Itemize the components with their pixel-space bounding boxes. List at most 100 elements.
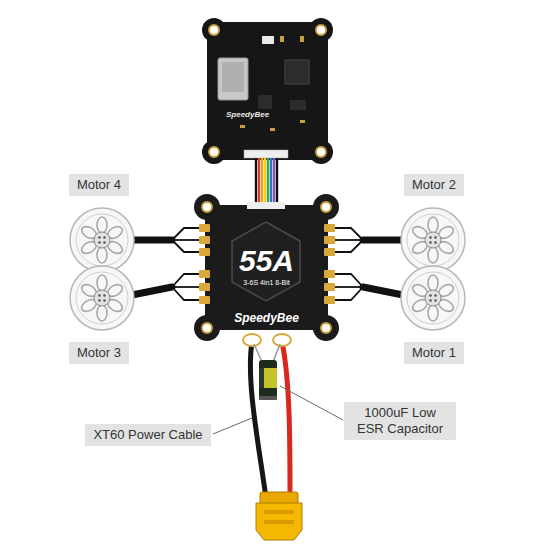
brand-name: SpeedyBee <box>226 110 269 119</box>
motor-wire-part <box>172 240 200 252</box>
capacitor-part <box>259 368 264 388</box>
signal-wire-bundle-part <box>273 158 275 206</box>
esc-board-part-part <box>202 202 212 212</box>
esc-board-part <box>205 205 328 330</box>
signal-wire-bundle <box>256 158 277 206</box>
current-rating: 55A <box>205 243 328 278</box>
signal-wire-bundle-part <box>270 158 272 206</box>
esc-board-part-part <box>199 296 210 304</box>
esc-board-part <box>313 315 339 341</box>
motor-cable-part <box>363 287 403 295</box>
flight-controller-part <box>300 36 304 42</box>
flight-controller-part <box>202 18 226 42</box>
motor-wire-part <box>335 274 363 287</box>
esc-board-part <box>247 202 285 209</box>
motor-wire-part <box>335 286 363 288</box>
label-text: Motor 4 <box>77 177 121 192</box>
esc-board-part <box>202 202 331 333</box>
motor-cable-part <box>132 237 172 244</box>
capacitor-part <box>259 396 277 400</box>
esc-board-part-part <box>321 323 331 333</box>
capacitor-part <box>273 344 280 362</box>
leader-line-part <box>213 418 252 434</box>
esc-board-part <box>194 194 220 220</box>
flight-controller-part <box>300 120 305 123</box>
motor-part <box>70 266 134 330</box>
esc-board-part-part <box>202 323 212 333</box>
motor-part <box>401 266 465 330</box>
flight-controller-part <box>258 95 272 109</box>
flight-controller-part <box>244 150 288 158</box>
flight-controller-part <box>309 18 333 42</box>
signal-wire-bundle-part <box>267 158 269 206</box>
motor-wire-part <box>335 239 363 241</box>
signal-wire-bundle-part <box>264 158 266 206</box>
esc-board-part-part <box>199 270 210 278</box>
esc-board-part-part <box>324 296 335 304</box>
xt60-connector-part <box>264 510 294 514</box>
flight-controller-part <box>209 25 326 157</box>
motor-label: Motor 3 <box>69 342 129 364</box>
esc-board-part <box>194 315 220 341</box>
flight-controller-part <box>280 36 284 42</box>
flight-controller-part <box>290 100 306 110</box>
flight-controller-part <box>207 22 328 160</box>
flight-controller-part <box>240 125 245 128</box>
esc-board-node: 55A3-6S 4in1 8-BitSpeedyBee <box>205 205 328 330</box>
esc-board-part-part <box>324 224 335 232</box>
capacitor-part <box>259 360 277 400</box>
signal-wire-bundle-part <box>261 158 263 206</box>
xt60-connector-part <box>260 492 298 504</box>
motor-part <box>70 208 134 272</box>
flight-controller-part <box>309 140 333 164</box>
power-pad-part <box>273 334 291 346</box>
motor-label: Motor 2 <box>404 174 464 196</box>
label-text: Motor 1 <box>412 345 456 360</box>
flight-controller-part <box>270 128 275 131</box>
flight-controller-part-part <box>209 25 219 35</box>
esc-board-part-part <box>324 248 335 256</box>
motor-part <box>401 208 465 272</box>
motor-wire-part <box>172 287 200 300</box>
power-pad-part <box>243 334 261 346</box>
flight-controller-part-part <box>316 147 326 157</box>
flight-controller-part-part <box>316 25 326 35</box>
esc-board-part-part <box>324 236 335 244</box>
label-text: Motor 3 <box>77 345 121 360</box>
capacitor-part <box>254 344 262 362</box>
esc-board <box>194 194 339 341</box>
flight-controller-part <box>218 58 248 100</box>
motor-wire-part <box>172 228 200 240</box>
motor-wire-part <box>172 274 200 287</box>
esc-board-part-part <box>324 270 335 278</box>
power-cable-part <box>282 342 290 498</box>
capacitor-part <box>259 368 277 388</box>
xt60-connector-part <box>264 520 294 524</box>
motor-wire-part <box>335 287 363 300</box>
flight-controller-part <box>202 140 226 164</box>
leader-line <box>213 386 343 434</box>
flight-controller <box>202 18 333 164</box>
esc-board-part-part <box>199 283 210 291</box>
xt60-connector <box>256 492 302 540</box>
xt60-connector-part <box>256 503 302 540</box>
capacitor-label: 1000uF Low ESR Capacitor <box>344 402 456 440</box>
signal-wire-bundle-part <box>255 158 257 206</box>
label-text: XT60 Power Cable <box>93 427 202 442</box>
motor-wire-part <box>172 286 200 288</box>
motor-label: Motor 4 <box>69 174 129 196</box>
esc-board-part-part <box>199 224 210 232</box>
power-cable <box>250 342 290 498</box>
motor-cable-part <box>363 237 403 244</box>
label-text: Motor 2 <box>412 177 456 192</box>
cable-label: XT60 Power Cable <box>85 424 210 446</box>
motor-wire-part <box>335 240 363 252</box>
label-text: 1000uF Low ESR Capacitor <box>357 405 443 436</box>
leader-line-part <box>280 386 343 420</box>
esc-board-part <box>313 194 339 220</box>
brand-name: SpeedyBee <box>205 311 328 325</box>
motor-cable-part <box>132 287 172 295</box>
flight-controller-part <box>285 60 309 84</box>
power-pad <box>243 334 291 346</box>
